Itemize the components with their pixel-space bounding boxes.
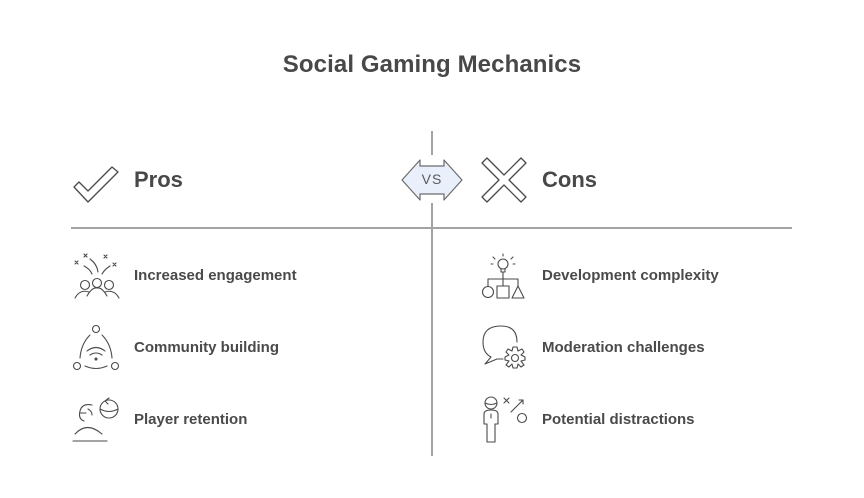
vs-label: VS [421, 171, 443, 187]
vs-badge-shape [401, 159, 463, 201]
cons-item-label: Potential distractions [542, 411, 695, 428]
celebrating-people-icon [72, 252, 122, 300]
vs-badge: VS [401, 155, 463, 205]
idea-hierarchy-icon [481, 253, 529, 301]
vertical-divider-bottom [431, 203, 433, 456]
cons-item-label: Development complexity [542, 267, 719, 284]
horizontal-divider [71, 227, 792, 229]
pros-heading: Pros [134, 167, 183, 192]
vertical-divider-top [431, 131, 433, 155]
pros-item-label: Player retention [134, 411, 248, 428]
pros-item-label: Community building [134, 339, 279, 356]
x-mark-icon [481, 157, 527, 203]
diagram-title: Social Gaming Mechanics [282, 51, 582, 78]
checkmark-icon [72, 164, 120, 204]
cons-heading: Cons [542, 167, 597, 192]
connected-network-icon [72, 324, 122, 372]
returning-player-icon [72, 397, 122, 445]
cons-item-label: Moderation challenges [542, 339, 705, 356]
pros-item-label: Increased engagement [134, 267, 297, 284]
distracted-person-icon [479, 396, 531, 446]
chat-gear-icon [481, 324, 531, 372]
